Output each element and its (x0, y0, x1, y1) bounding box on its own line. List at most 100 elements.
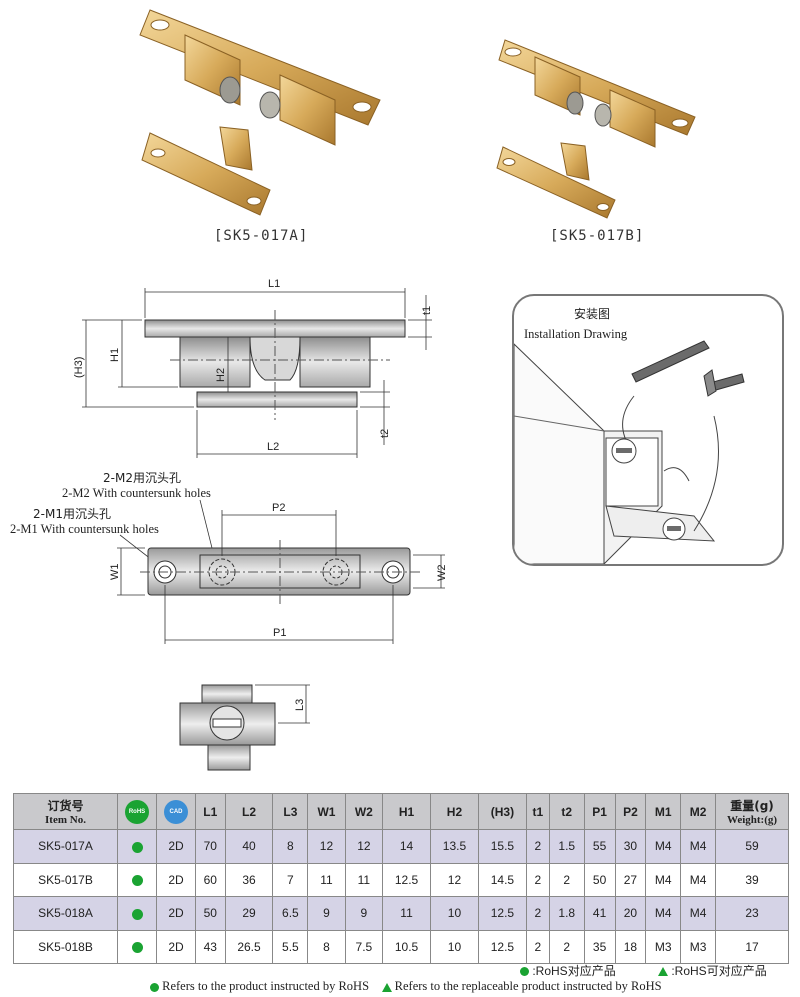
cell-w1: 8 (307, 929, 346, 964)
cell-h1: 14 (382, 829, 431, 864)
cell-m1: M4 (645, 862, 682, 897)
cell-l3: 6.5 (272, 896, 309, 931)
cell-w2: 7.5 (344, 929, 384, 964)
cell-l2: 29 (224, 896, 274, 931)
legend-replace-cn: :RoHS可对应产品 (658, 962, 767, 979)
cell-item: SK5-018A (13, 896, 118, 931)
cell-h3: 12.5 (477, 929, 527, 964)
header-w2: W2 (344, 793, 384, 830)
cell-p2: 30 (614, 829, 647, 864)
dim-p1: P1 (273, 627, 286, 639)
dim-w2: W2 (436, 565, 448, 582)
dim-l3: L3 (294, 699, 306, 711)
cell-w2: 12 (344, 829, 384, 864)
header-weight: 重量(g) Weight:(g) (715, 793, 789, 830)
cell-l1: 50 (195, 896, 226, 931)
cell-t1: 2 (525, 862, 550, 897)
cell-h1: 11 (382, 896, 431, 931)
rohs-dot-icon (131, 942, 143, 954)
cell-rohs (117, 896, 157, 931)
cell-w1: 11 (307, 862, 346, 897)
note-m1-cn: 2-M1用沉头孔 (33, 507, 111, 521)
dim-t1: t1 (421, 306, 433, 315)
cell-l2: 36 (224, 862, 274, 897)
rohs-dot-icon (131, 908, 143, 920)
cell-h1: 10.5 (382, 929, 431, 964)
note-m2-cn: 2-M2用沉头孔 (103, 471, 181, 485)
installation-panel: 安装图 Installation Drawing (512, 294, 784, 566)
install-title-en: Installation Drawing (524, 327, 628, 341)
legend-rohs-cn: :RoHS对应产品 (520, 962, 616, 979)
cell-p2: 20 (614, 896, 647, 931)
cell-p1: 50 (583, 862, 616, 897)
cell-m1: M4 (645, 896, 682, 931)
legend-rohs-en: Refers to the product instructed by RoHS (162, 979, 370, 993)
table-row: SK5-018B 2D 43 26.5 5.5 8 7.5 10.5 10 12… (13, 929, 789, 964)
cell-rohs (117, 862, 157, 897)
caption-sk5-017b: [SK5-017B] (550, 228, 645, 244)
table-row: SK5-018A 2D 50 29 6.5 9 9 11 10 12.5 2 1… (13, 896, 789, 931)
cell-cad: 2D (156, 896, 196, 931)
cell-h3: 15.5 (477, 829, 527, 864)
cell-h2: 12 (430, 862, 479, 897)
cell-h3: 12.5 (477, 896, 527, 931)
legend-replace-en: Refers to the replaceable product instru… (394, 979, 662, 993)
cell-item: SK5-017B (13, 862, 118, 897)
cell-w2: 9 (344, 896, 384, 931)
header-p1: P1 (583, 793, 616, 830)
cell-p1: 55 (583, 829, 616, 864)
header-l3: L3 (272, 793, 309, 830)
header-item-no: 订货号 Item No. (13, 793, 118, 830)
install-title-cn: 安装图 (574, 306, 610, 321)
header-cad: CAD (156, 793, 196, 830)
cell-h1: 12.5 (382, 862, 431, 897)
dim-h2: H2 (215, 368, 227, 382)
header-p2: P2 (614, 793, 647, 830)
cell-cad: 2D (156, 929, 196, 964)
cell-rohs (117, 929, 157, 964)
cell-weight: 59 (715, 829, 789, 864)
cell-m1: M3 (645, 929, 682, 964)
rohs-dot-icon (520, 967, 529, 977)
table-header-row: 订货号 Item No. RoHS CAD L1 L2 L3 W1 W2 H1 … (13, 793, 789, 830)
cell-h3: 14.5 (477, 862, 527, 897)
header-t1: t1 (525, 793, 550, 830)
header-w1: W1 (307, 793, 346, 830)
header-l2: L2 (224, 793, 274, 830)
cell-w1: 9 (307, 896, 346, 931)
dim-h1: H1 (109, 348, 121, 362)
cell-t2: 2 (548, 929, 585, 964)
cell-t1: 2 (525, 896, 550, 931)
cell-t2: 2 (548, 862, 585, 897)
dim-w1: W1 (109, 564, 121, 581)
rohs-dot-icon (150, 982, 159, 992)
header-h1: H1 (382, 793, 431, 830)
header-rohs: RoHS (117, 793, 157, 830)
cell-l3: 8 (272, 829, 309, 864)
caption-sk5-017a: [SK5-017A] (214, 228, 309, 244)
cell-m2: M4 (680, 896, 716, 931)
side-elevation-drawing: L1 t1 (H3) H1 H2 t2 L2 (73, 278, 433, 458)
header-h3: (H3) (477, 793, 527, 830)
cell-t1: 2 (525, 829, 550, 864)
cell-cad: 2D (156, 829, 196, 864)
dim-l1: L1 (268, 278, 280, 290)
table-row: SK5-017A 2D 70 40 8 12 12 14 13.5 15.5 2… (13, 829, 789, 864)
cell-w1: 12 (307, 829, 346, 864)
cell-l1: 60 (195, 862, 226, 897)
header-m2: M2 (680, 793, 716, 830)
rohs-triangle-icon (381, 982, 392, 992)
cell-p1: 41 (583, 896, 616, 931)
installation-illustration: 安装图 Installation Drawing (514, 306, 745, 564)
cell-h2: 13.5 (430, 829, 479, 864)
cell-t1: 2 (525, 929, 550, 964)
cell-m2: M4 (680, 829, 716, 864)
cell-l2: 26.5 (224, 929, 274, 964)
cell-l3: 5.5 (272, 929, 309, 964)
cell-rohs (117, 829, 157, 864)
rohs-badge-icon: RoHS (125, 799, 149, 824)
rohs-dot-icon (131, 841, 143, 853)
end-view-drawing: L3 (179, 684, 310, 771)
note-m2-en: 2-M2 With countersunk holes (62, 486, 211, 500)
cell-p2: 27 (614, 862, 647, 897)
